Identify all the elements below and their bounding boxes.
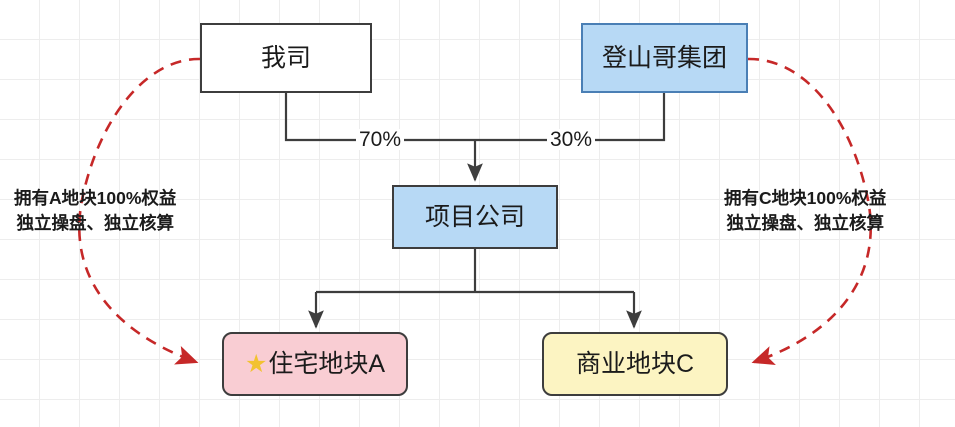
annotation-left-line2: 独立操盘、独立核算 bbox=[16, 213, 174, 234]
annotation-right-line2: 独立操盘、独立核算 bbox=[726, 213, 884, 234]
annotation-left-line1: 拥有A地块100%权益 bbox=[14, 188, 177, 208]
star-icon: ★ bbox=[244, 349, 268, 378]
node-commercial-plot-c-label: 商业地块C bbox=[575, 349, 695, 378]
node-residential-plot-a[interactable]: ★ 住宅地块A bbox=[222, 332, 408, 396]
edge-label-ours-share: 70% bbox=[356, 129, 405, 150]
node-residential-plot-a-label: 住宅地块A bbox=[268, 349, 386, 378]
annotation-left: 拥有A地块100%权益 独立操盘、独立核算 bbox=[14, 186, 176, 237]
node-dengshange-group-label: 登山哥集团 bbox=[601, 43, 727, 72]
node-our-company-label: 我司 bbox=[260, 43, 311, 72]
edge-label-group-share: 30% bbox=[547, 129, 596, 150]
annotation-right-line1: 拥有C地块100%权益 bbox=[724, 188, 887, 208]
annotation-right: 拥有C地块100%权益 独立操盘、独立核算 bbox=[724, 186, 886, 237]
node-commercial-plot-c[interactable]: 商业地块C bbox=[542, 332, 728, 396]
node-project-company-label: 项目公司 bbox=[424, 202, 525, 231]
edge-project-split bbox=[316, 249, 634, 294]
node-project-company[interactable]: 项目公司 bbox=[392, 185, 558, 249]
node-our-company[interactable]: 我司 bbox=[200, 23, 372, 93]
node-dengshange-group[interactable]: 登山哥集团 bbox=[581, 23, 748, 93]
